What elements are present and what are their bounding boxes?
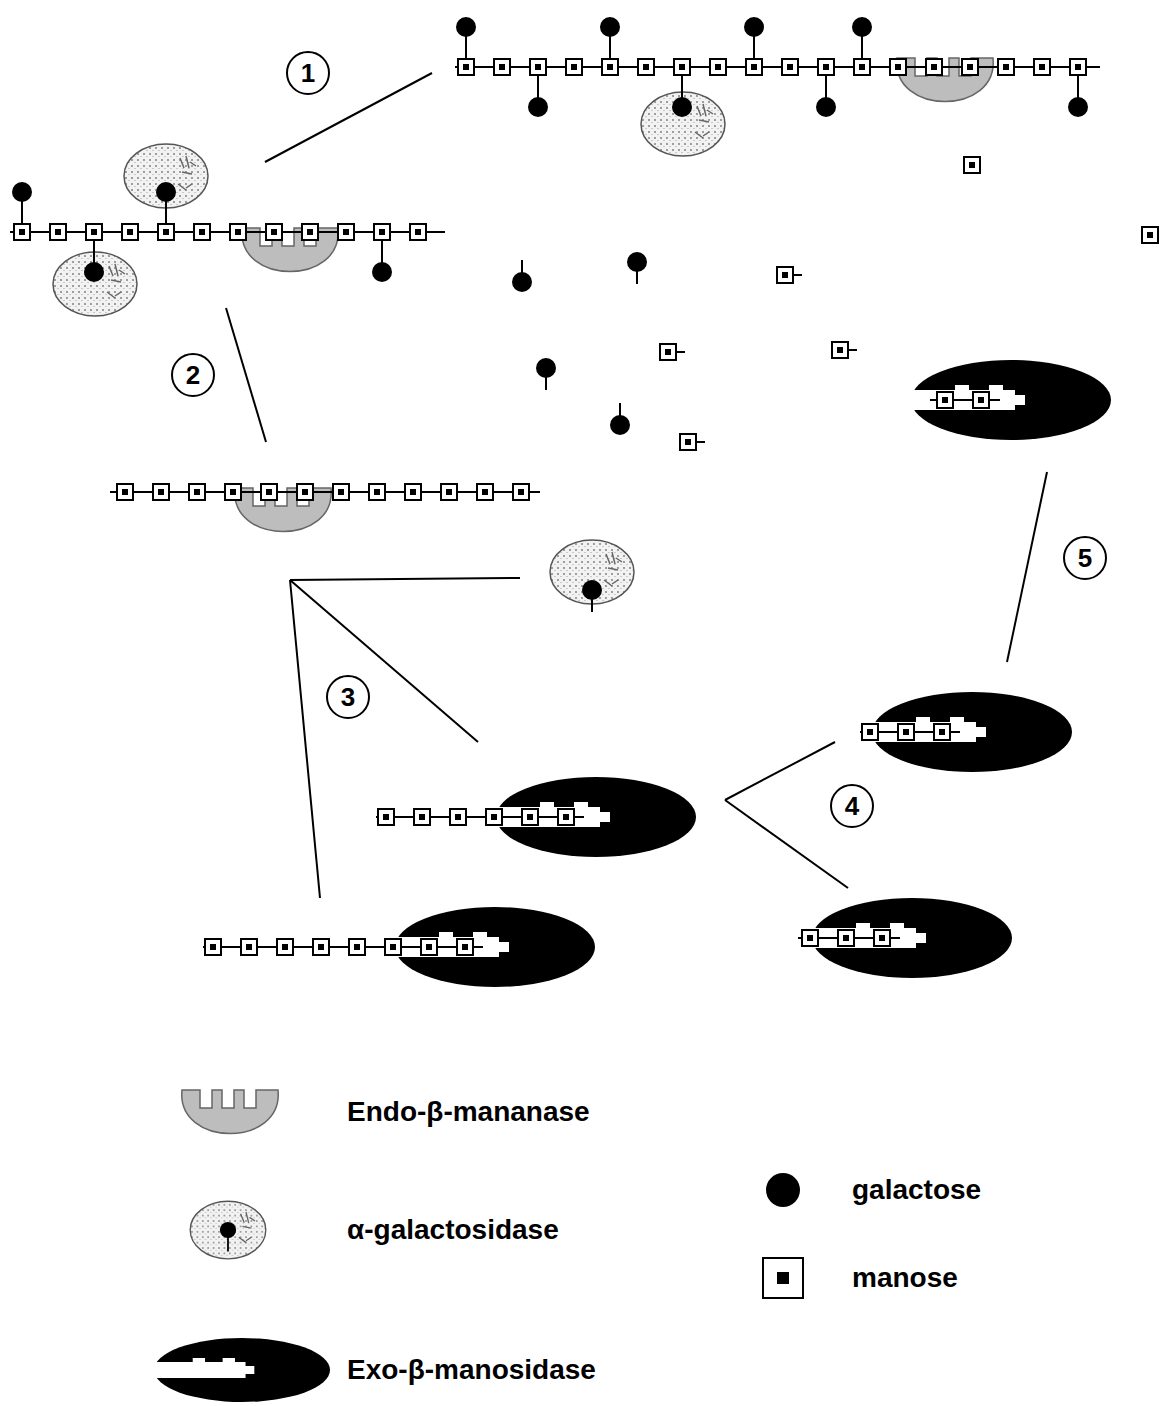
callout-circle: 3 bbox=[326, 675, 370, 719]
galactomannan-chain bbox=[10, 144, 445, 316]
callout-circle: 5 bbox=[1063, 536, 1107, 580]
callout-number: 4 bbox=[845, 793, 859, 819]
callout-circle: 1 bbox=[286, 51, 330, 95]
exo-mannosidase-complex bbox=[860, 692, 1072, 772]
free-galactose bbox=[512, 252, 647, 435]
legend-text: Exo-β-manosidase bbox=[347, 1355, 596, 1386]
alpha-galactosidase bbox=[550, 540, 634, 612]
leader-line bbox=[226, 73, 1047, 898]
legend-text: α-galactosidase bbox=[347, 1215, 559, 1246]
exo-mannosidase-complex bbox=[376, 777, 696, 857]
legend-entry: manose bbox=[852, 1263, 958, 1294]
legend-entry: galactose bbox=[852, 1175, 981, 1206]
legend-icon bbox=[150, 1090, 803, 1402]
legend-entry: α-galactosidase bbox=[347, 1215, 559, 1246]
legend-text: galactose bbox=[852, 1175, 981, 1206]
exo-mannosidase-complex bbox=[798, 898, 1012, 978]
exo-mannosidase-complex bbox=[906, 360, 1111, 440]
legend-entry: Endo-β-mananase bbox=[347, 1097, 590, 1128]
legend-text: manose bbox=[852, 1263, 958, 1294]
legend-text: Endo-β-mananase bbox=[347, 1097, 590, 1128]
exo-mannosidase-complex bbox=[203, 907, 595, 987]
legend-entry: Exo-β-manosidase bbox=[347, 1355, 596, 1386]
mannan-chain bbox=[110, 484, 540, 532]
callout-number: 1 bbox=[301, 60, 315, 86]
callout-number: 2 bbox=[186, 362, 200, 388]
callout-circle: 2 bbox=[171, 353, 215, 397]
free-mannose bbox=[660, 157, 1158, 450]
callout-number: 3 bbox=[341, 684, 355, 710]
callout-number: 5 bbox=[1078, 545, 1092, 571]
callout-circle: 4 bbox=[830, 784, 874, 828]
galactomannan-chain bbox=[455, 17, 1100, 156]
